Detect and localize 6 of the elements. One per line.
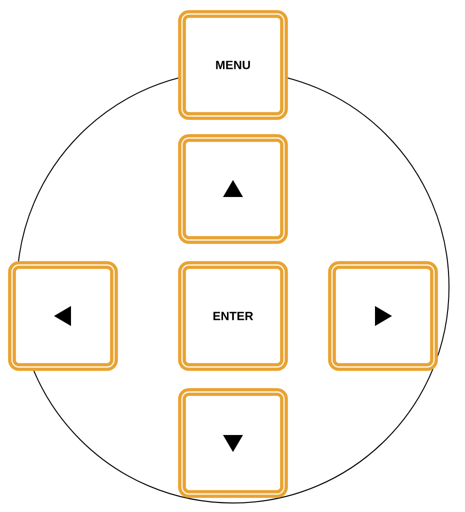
- down-arrow-button: [178, 388, 288, 498]
- enter-button: ENTER: [178, 261, 288, 371]
- right-arrow-button: [328, 261, 438, 371]
- up-arrow-button: [178, 134, 288, 244]
- menu-button: MENU: [178, 10, 288, 120]
- left-arrow-button: [8, 261, 118, 371]
